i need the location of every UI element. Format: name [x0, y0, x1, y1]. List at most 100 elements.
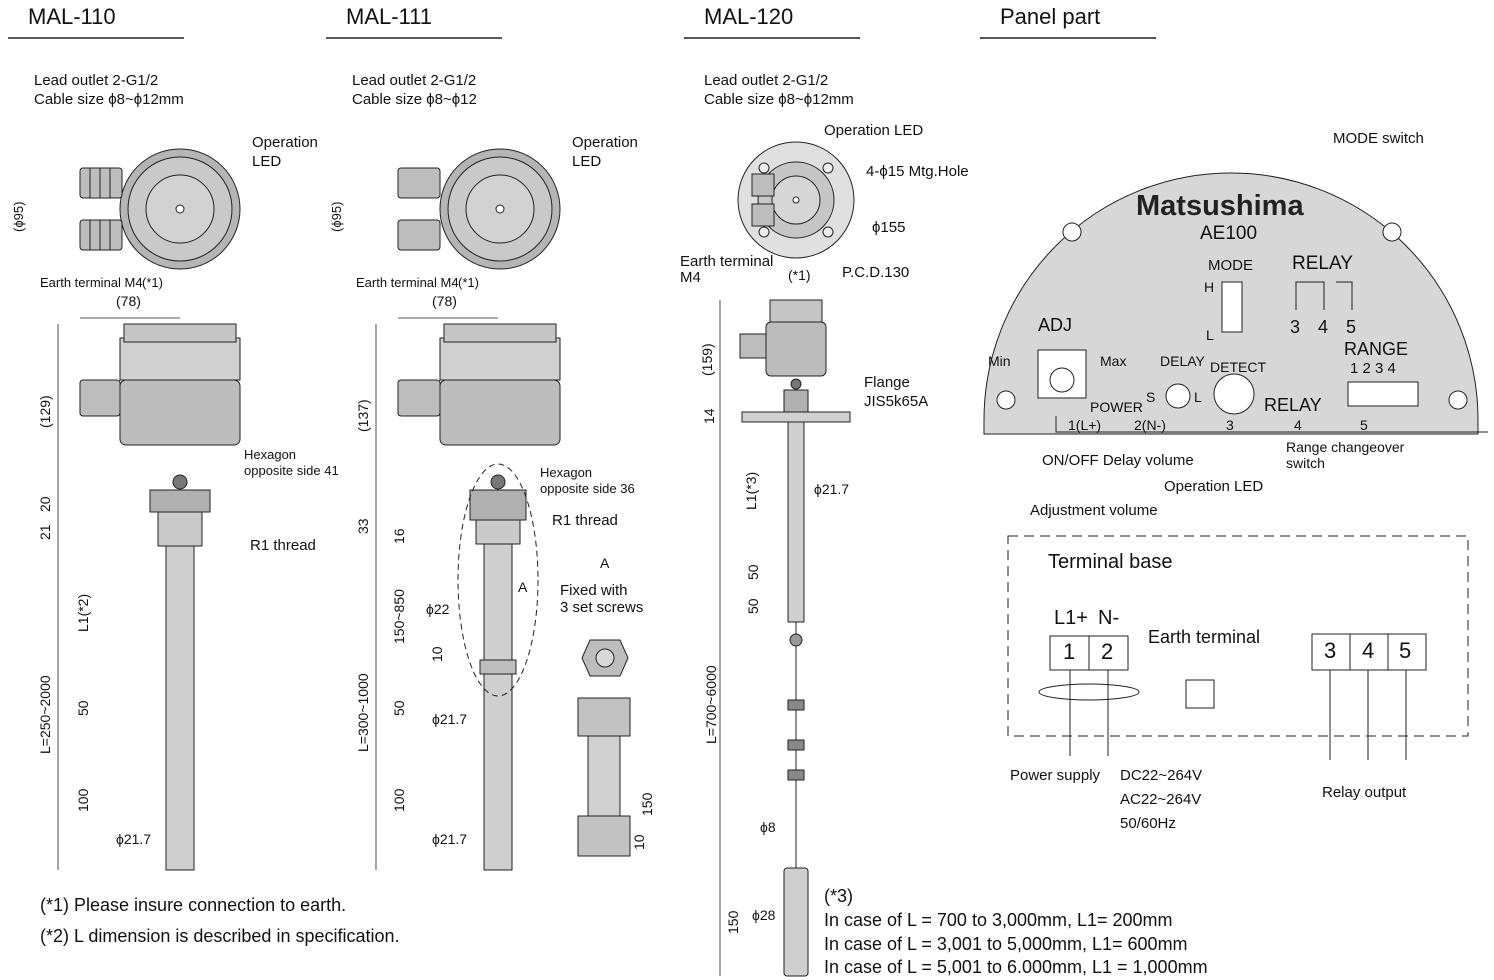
heading-mal111: MAL-111	[346, 4, 433, 29]
mal110-top-view	[79, 148, 241, 270]
mal120-phi8: ϕ8	[760, 819, 776, 835]
mal120-m4: M4	[680, 269, 701, 286]
note-2: (*2) L dimension is described in specifi…	[40, 926, 400, 946]
mal111-range300: L=300~1000	[355, 673, 371, 752]
terminal-base-b1: 1	[1063, 639, 1076, 664]
mal111-operation: Operation	[572, 134, 638, 151]
mal111-a1: A	[600, 555, 610, 571]
mal120-l1: L1(*3)	[743, 471, 759, 510]
mal111-hexagon: Hexagon	[540, 465, 593, 480]
mal111-earth-terminal: Earth terminal M4	[356, 275, 459, 290]
mal111-phi22: ϕ22	[426, 601, 450, 617]
panel-brand: Matsushima	[1136, 190, 1304, 222]
mal111-d10b: 10	[631, 834, 647, 850]
mal110-phi95: (ϕ95)	[11, 201, 26, 232]
panel-range: RANGE	[1344, 339, 1409, 359]
mal110-note1: (*1)	[142, 275, 163, 290]
panel-power: POWER	[1090, 399, 1143, 415]
panel-min: Min	[988, 353, 1011, 369]
mal110-d50: 50	[75, 700, 91, 716]
note-3-title: (*3)	[824, 886, 854, 906]
heading-mal120: MAL-120	[704, 4, 794, 29]
terminal-base-title: Terminal base	[1048, 551, 1173, 573]
panel-range-nums: 1 2 3 4	[1350, 360, 1396, 377]
mal120-mtg-hole: 4-ϕ15 Mtg.Hole	[866, 163, 969, 180]
mal111-note1: (*1)	[458, 275, 479, 290]
panel-t5: 5	[1360, 417, 1368, 433]
panel-t4: 4	[1294, 417, 1302, 433]
mal110-opposite: opposite side 41	[244, 463, 339, 478]
mal120-operation-led: Operation LED	[824, 122, 924, 139]
mal120-phi155: ϕ155	[872, 219, 906, 236]
panel-op-led: Operation LED	[1164, 478, 1264, 495]
terminal-base-relay-output: Relay output	[1322, 784, 1407, 801]
mal111-phi95: (ϕ95)	[329, 201, 344, 232]
mal111-phi217a: ϕ21.7	[432, 711, 468, 727]
mal111-detail-a	[577, 639, 631, 857]
mal110-r1: R1 thread	[250, 537, 316, 554]
mal111-w78: (78)	[432, 293, 457, 309]
mal111-opposite: opposite side 36	[540, 481, 635, 496]
terminal-base-power-supply: Power supply	[1010, 767, 1101, 784]
panel-r5: 5	[1346, 317, 1357, 337]
mal120-pcd: P.C.D.130	[842, 264, 910, 281]
terminal-base-l1: L1+	[1054, 607, 1088, 629]
mal111-cable-size: Cable size ϕ8~ϕ12	[352, 91, 477, 108]
mal120-earth-terminal: Earth terminal	[680, 253, 774, 270]
terminal-base-b2: 2	[1101, 639, 1114, 664]
mal120-cable-size: Cable size ϕ8~ϕ12mm	[704, 91, 854, 108]
panel-max: Max	[1100, 353, 1127, 369]
panel-r4: 4	[1318, 317, 1329, 337]
panel-adj-volume: Adjustment volume	[1030, 502, 1158, 519]
note-3-b: In case of L = 3,001 to 5,000mm, L1= 600…	[824, 934, 1188, 954]
mal111-side-view	[397, 323, 561, 871]
terminal-base-b4: 4	[1362, 638, 1375, 663]
mal111-d50: 50	[391, 700, 407, 716]
mal111-d33: 33	[355, 518, 371, 534]
mal110-d100: 100	[75, 788, 91, 812]
panel-r3: 3	[1290, 317, 1301, 337]
mal120-range: L=700~6000	[703, 665, 719, 744]
mal111-h137: (137)	[355, 399, 371, 432]
mal120-flange: Flange	[864, 374, 910, 391]
panel-t2: 2(N-)	[1134, 417, 1166, 433]
panel-t3: 3	[1226, 417, 1234, 433]
mal120-d50a: 50	[745, 564, 761, 580]
panel-model: AE100	[1200, 223, 1258, 244]
mal111-a2: A	[518, 579, 528, 595]
mal110-operation: Operation	[252, 134, 318, 151]
mal120-side-view	[739, 299, 851, 977]
panel-l2: L	[1194, 389, 1202, 405]
mal120-top-view	[737, 141, 855, 259]
mal111-range150: 150~850	[391, 589, 407, 644]
mal111-d100: 100	[391, 788, 407, 812]
panel-mode: MODE	[1208, 257, 1253, 274]
heading-mal110: MAL-110	[28, 4, 116, 29]
mal120-lead-outlet: Lead outlet 2-G1/2	[704, 72, 829, 89]
note-3-c: In case of L = 5,001 to 6.000mm, L1 = 1,…	[824, 957, 1208, 977]
panel-s: S	[1146, 389, 1156, 405]
panel-adj: ADJ	[1038, 315, 1073, 335]
mal110-led: LED	[252, 153, 282, 170]
panel-t1: 1(L+)	[1068, 417, 1102, 433]
mal111-d150: 150	[639, 792, 655, 816]
note-3-a: In case of L = 700 to 3,000mm, L1= 200mm	[824, 910, 1173, 930]
mal120-note1: (*1)	[788, 267, 811, 283]
mal111-phi217b: ϕ21.7	[432, 831, 468, 847]
mal110-range: L=250~2000	[37, 675, 53, 754]
panel-onoff: ON/OFF Delay volume	[1042, 452, 1194, 469]
panel-h: H	[1204, 279, 1215, 295]
terminal-base-box	[1007, 535, 1469, 760]
mal120-phi28: ϕ28	[752, 907, 776, 923]
mal120-d50b: 50	[745, 598, 761, 614]
panel-relay-bottom: RELAY	[1264, 395, 1322, 415]
terminal-base-n: N-	[1098, 607, 1120, 629]
heading-panel: Panel part	[1000, 4, 1101, 29]
mal110-h129: (129)	[37, 395, 53, 428]
panel-switch: switch	[1286, 455, 1325, 471]
mal111-d10: 10	[429, 646, 445, 662]
mal110-l1: L1(*2)	[75, 593, 91, 632]
mal111-d16: 16	[391, 528, 407, 544]
mal110-d21: 21	[37, 524, 53, 540]
